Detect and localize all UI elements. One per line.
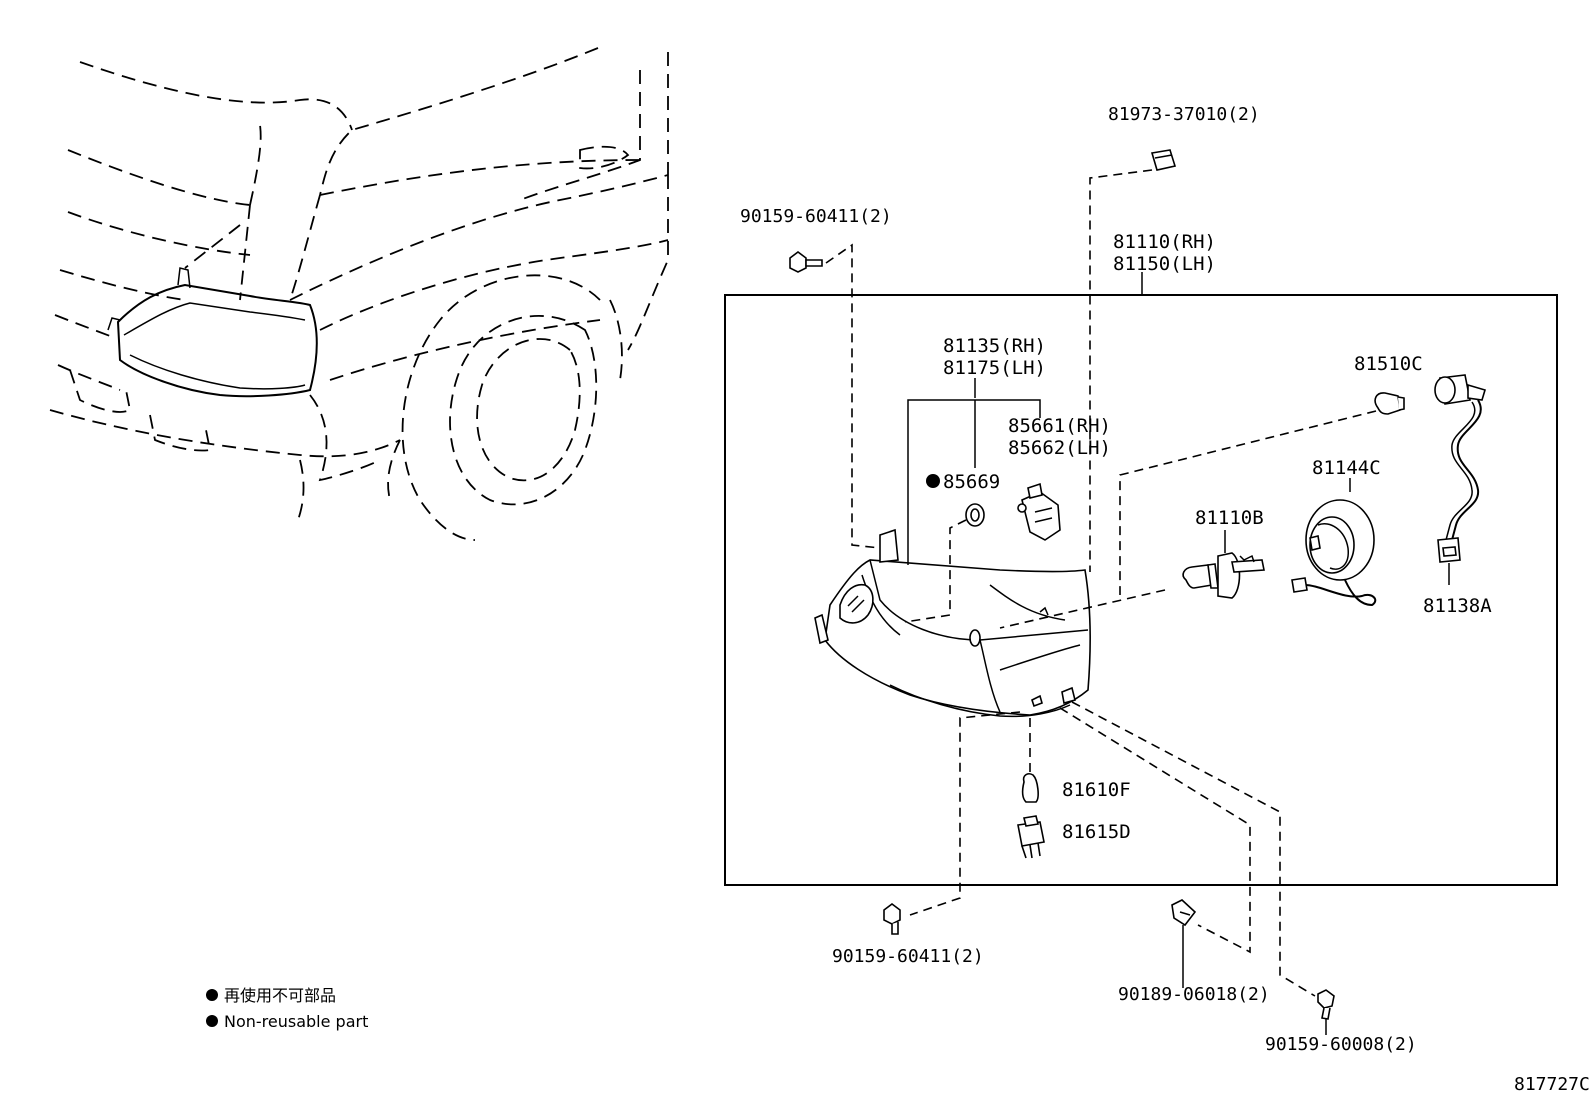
label-90159-60008: 90159-60008(2) bbox=[1265, 1034, 1417, 1055]
non-reusable-dot-icon bbox=[206, 989, 218, 1001]
label-81110B: 81110B bbox=[1195, 507, 1264, 529]
label-81138A: 81138A bbox=[1423, 595, 1492, 617]
label-81150-lh: 81150(LH) bbox=[1113, 253, 1216, 275]
label-90159-top: 90159-60411(2) bbox=[740, 206, 892, 227]
label-81973: 81973-37010(2) bbox=[1108, 104, 1260, 125]
headlamp-assembly bbox=[814, 528, 1091, 718]
screw-90159-bottom bbox=[883, 903, 901, 935]
socket-wire-81138A bbox=[1434, 374, 1486, 563]
label-81615D: 81615D bbox=[1062, 821, 1131, 843]
non-reusable-dot-icon bbox=[206, 1015, 218, 1027]
label-81135-rh: 81135(RH) bbox=[943, 335, 1046, 357]
legend-line-2: Non-reusable part bbox=[224, 1012, 368, 1031]
o-ring-85669 bbox=[965, 503, 985, 527]
label-81610F: 81610F bbox=[1062, 779, 1131, 801]
screw-90159-top bbox=[789, 251, 823, 273]
bulb-81110B bbox=[1182, 552, 1265, 599]
label-81144C: 81144C bbox=[1312, 457, 1381, 479]
clip-81973 bbox=[1150, 149, 1177, 171]
label-85662-lh: 85662(LH) bbox=[1008, 437, 1111, 459]
label-85669: 85669 bbox=[943, 471, 1000, 493]
non-reusable-dot-icon bbox=[926, 474, 940, 488]
screw-90159-60008 bbox=[1317, 989, 1335, 1020]
bulb-81610F bbox=[1021, 773, 1039, 803]
cover-81144C bbox=[1291, 499, 1377, 607]
label-90189: 90189-06018(2) bbox=[1118, 984, 1270, 1005]
socket-81615D bbox=[1017, 815, 1045, 859]
legend: 再使用不可部品 Non-reusable part bbox=[206, 986, 368, 1031]
label-90159-bottom: 90159-60411(2) bbox=[832, 946, 984, 967]
label-81510C: 81510C bbox=[1354, 353, 1423, 375]
bulb-81510C bbox=[1374, 392, 1405, 415]
diagram-id: 817727C bbox=[1514, 1074, 1590, 1095]
label-81175-lh: 81175(LH) bbox=[943, 357, 1046, 379]
leveling-motor-85661 bbox=[1017, 482, 1061, 541]
part-labels: 81973-37010(2) 90159-60411(2) 81110(RH) … bbox=[740, 104, 1590, 1095]
label-85661-rh: 85661(RH) bbox=[1008, 415, 1111, 437]
label-81110-rh: 81110(RH) bbox=[1113, 231, 1216, 253]
clip-90189 bbox=[1171, 899, 1197, 927]
vehicle-overview bbox=[49, 47, 669, 541]
assembly-box bbox=[724, 294, 1558, 886]
legend-line-1: 再使用不可部品 bbox=[224, 986, 336, 1005]
